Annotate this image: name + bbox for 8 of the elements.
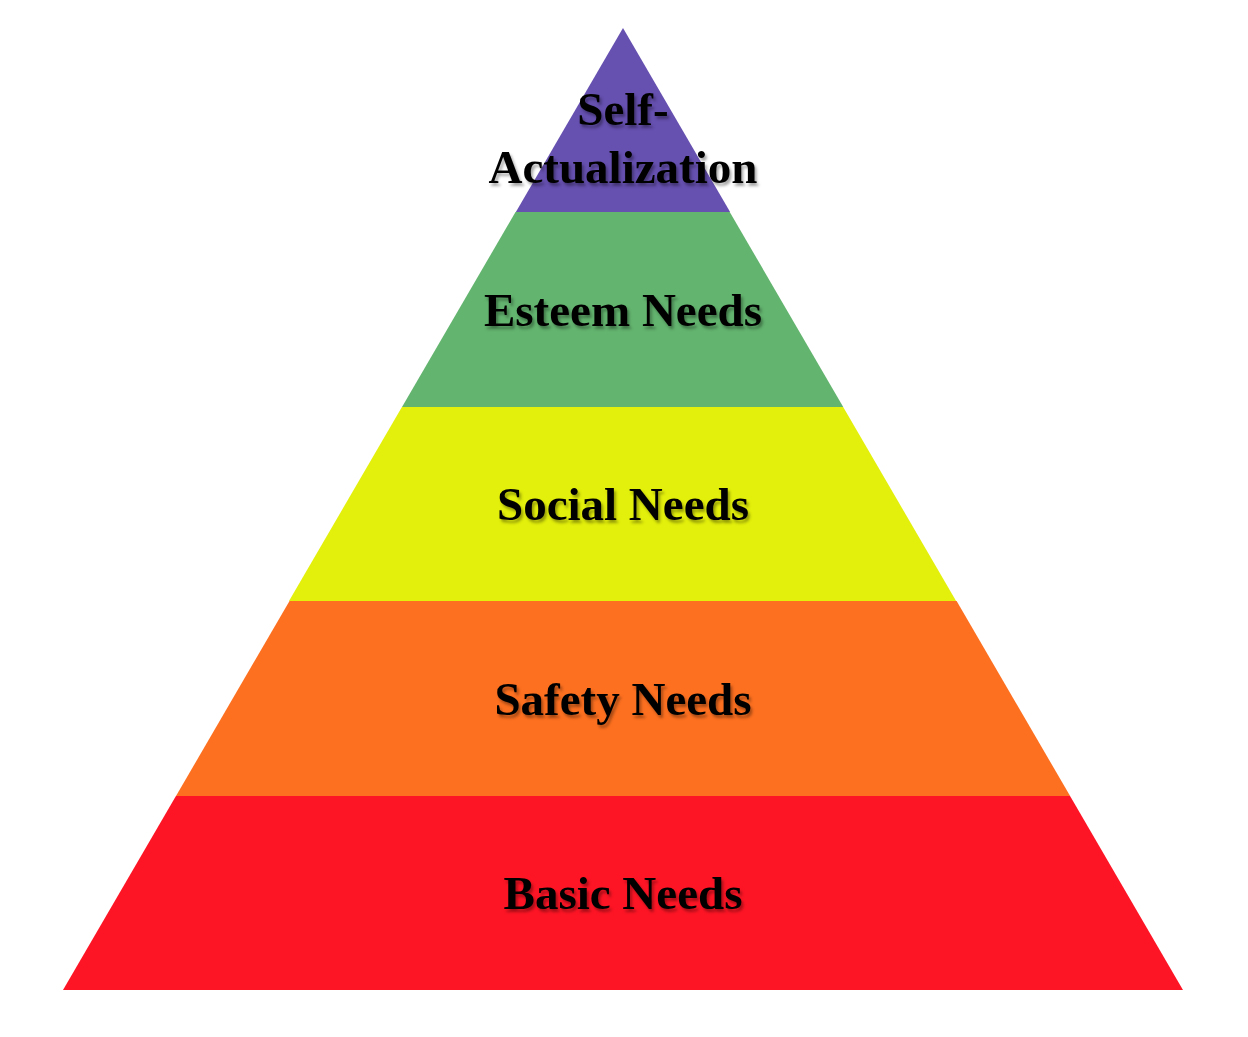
level-label: Basic Needs [502,866,744,921]
level-label: Esteem Needs [482,282,763,338]
pyramid-level [175,601,1071,796]
pyramid-level [402,212,844,407]
level-label: Safety Needs [493,671,753,727]
pyramid-level [63,796,1183,990]
level-label: Social Needs [496,477,750,532]
pyramid-level [289,407,957,601]
